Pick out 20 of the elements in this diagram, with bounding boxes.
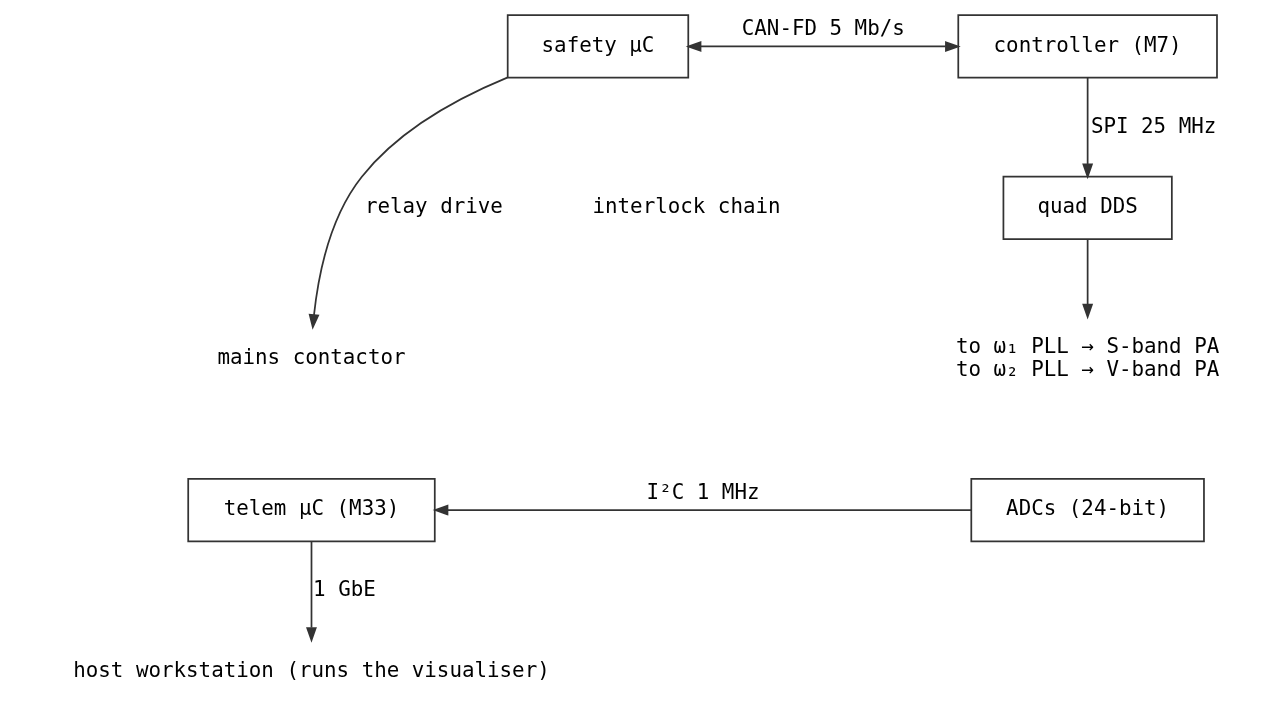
arrow — [432, 504, 972, 516]
arrow — [1081, 77, 1093, 180]
arrow — [308, 76, 508, 330]
edge-label: CAN-FD 5 Mb/s — [741, 16, 905, 41]
edge-label: 1 GbE — [312, 577, 376, 602]
node-box: quad DDS — [1002, 175, 1173, 241]
edge-label: relay drive — [364, 194, 503, 219]
arrow — [685, 41, 961, 52]
node-text: mains contactor — [216, 345, 406, 370]
node-text: host workstation (runs the visualiser) — [72, 657, 550, 682]
arrow — [305, 540, 317, 643]
node-text: to ω₁ PLL → S-band PA to ω₂ PLL → V-band PA — [955, 334, 1219, 381]
node-box: ADCs (24-bit) — [969, 477, 1205, 543]
edge-label: I²C 1 MHz — [646, 479, 759, 504]
label: interlock chain — [591, 194, 781, 219]
node-box: telem µC (M33) — [186, 477, 436, 543]
node-box: controller (M7) — [956, 14, 1218, 79]
node-box: safety µC — [506, 14, 689, 79]
edge-label: SPI 25 MHz — [1090, 113, 1216, 138]
arrow — [1081, 238, 1093, 320]
